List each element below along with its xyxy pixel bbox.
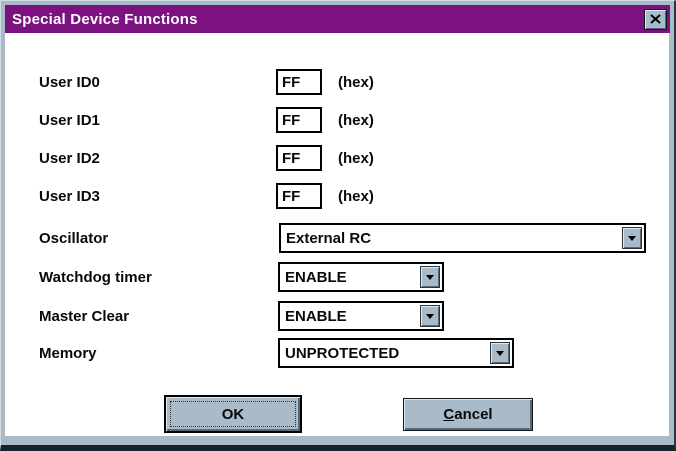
memory-label: Memory [39,344,97,362]
memory-dropdown-button[interactable] [490,342,510,364]
cancel-button[interactable]: Cancel [403,398,533,431]
cancel-button-label: C [443,406,455,423]
dialog-title: Special Device Functions [12,10,198,28]
user-id3-input[interactable] [276,183,322,209]
user-id0-hex-suffix: (hex) [338,73,374,91]
oscillator-select[interactable]: External RC [279,223,646,253]
user-id0-input[interactable] [276,69,322,95]
ok-button-default-border: OK [164,395,302,433]
user-id1-row: User ID1 (hex) [5,107,669,133]
watchdog-timer-label: Watchdog timer [39,268,152,286]
master-clear-select[interactable]: ENABLE [278,301,444,331]
memory-value: UNPROTECTED [285,344,400,362]
master-clear-dropdown-button[interactable] [420,305,440,327]
watchdog-timer-select[interactable]: ENABLE [278,262,444,292]
user-id1-input[interactable] [276,107,322,133]
oscillator-label: Oscillator [39,229,109,247]
user-id0-row: User ID0 (hex) [5,69,669,95]
user-id3-label: User ID3 [39,187,100,205]
close-icon [650,14,661,24]
user-id2-row: User ID2 (hex) [5,145,669,171]
oscillator-dropdown-button[interactable] [622,227,642,249]
chevron-down-icon [426,274,434,280]
user-id0-label: User ID0 [39,73,100,91]
master-clear-label: Master Clear [39,307,130,325]
user-id2-label: User ID2 [39,149,100,167]
title-bar: Special Device Functions [5,5,670,33]
master-clear-value: ENABLE [285,307,347,325]
user-id3-row: User ID3 (hex) [5,183,669,209]
user-id1-hex-suffix: (hex) [338,111,374,129]
master-clear-row: Master Clear ENABLE [5,301,669,331]
memory-row: Memory UNPROTECTED [5,338,669,368]
watchdog-timer-dropdown-button[interactable] [420,266,440,288]
watchdog-timer-value: ENABLE [285,268,347,286]
oscillator-row: Oscillator External RC [5,223,669,253]
ok-button[interactable]: OK [166,397,300,431]
chevron-down-icon [426,313,434,319]
dialog-body: User ID0 (hex) User ID1 (hex) User ID2 (… [5,33,669,436]
user-id2-input[interactable] [276,145,322,171]
chevron-down-icon [628,235,636,241]
memory-select[interactable]: UNPROTECTED [278,338,514,368]
user-id2-hex-suffix: (hex) [338,149,374,167]
close-button[interactable] [644,8,667,30]
chevron-down-icon [496,350,504,356]
user-id1-label: User ID1 [39,111,100,129]
watchdog-timer-row: Watchdog timer ENABLE [5,262,669,292]
ok-button-label: O [221,405,234,423]
oscillator-value: External RC [286,229,372,247]
user-id3-hex-suffix: (hex) [338,187,374,205]
